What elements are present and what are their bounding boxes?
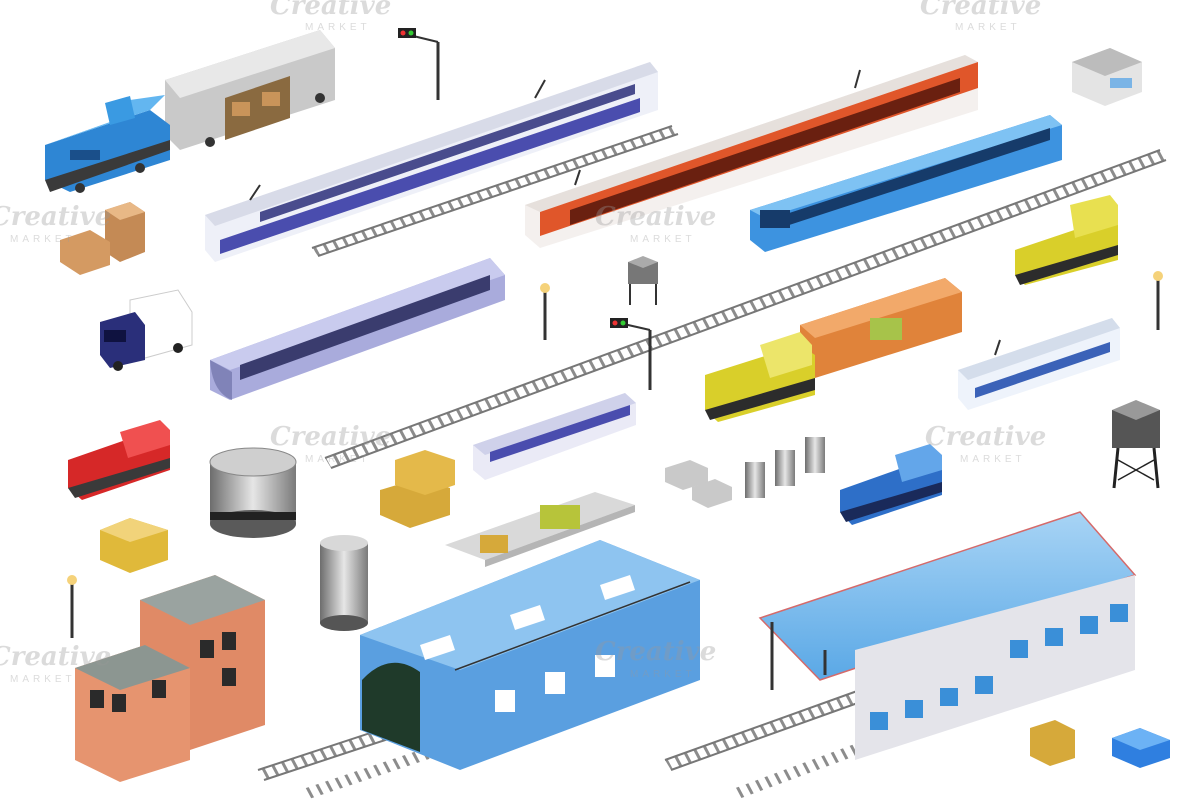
cylindrical-silo	[320, 535, 368, 631]
watermark-subtitle: MARKET	[10, 674, 76, 685]
watermark-title: Creative	[0, 642, 111, 672]
station-glass-canopy	[758, 511, 1137, 760]
loading-platform	[445, 492, 635, 567]
blue-engine-shed	[360, 540, 700, 770]
crate-stack-blue-bottom-right	[1112, 728, 1170, 768]
white-tram-top	[205, 62, 658, 262]
blue-locomotive-small	[840, 444, 942, 525]
watermark: Creative MARKET	[0, 642, 111, 685]
watermark: Creative MARKET	[270, 422, 391, 465]
yellow-locomotive-orange-car	[705, 278, 962, 422]
water-tower-large	[1112, 400, 1160, 489]
watermark: Creative MARKET	[270, 0, 391, 33]
watermark-title: Creative	[920, 0, 1041, 21]
red-locomotive	[68, 420, 170, 500]
watermark: Creative MARKET	[925, 422, 1046, 465]
street-lamp-right	[1153, 271, 1163, 330]
traffic-signal-center	[610, 318, 652, 390]
watermark: Creative MARKET	[920, 0, 1041, 33]
rail-track-top-center	[311, 125, 679, 257]
brick-building	[75, 575, 265, 782]
barrels	[745, 437, 825, 498]
watermark-subtitle: MARKET	[630, 669, 696, 680]
watermark: Creative MARKET	[595, 202, 716, 245]
blue-locomotive-freight	[45, 30, 335, 193]
cargo-boxes-stack-left	[60, 202, 145, 275]
watermark-title: Creative	[925, 422, 1046, 452]
watermark-title: Creative	[270, 0, 391, 21]
concrete-blocks	[665, 460, 732, 508]
white-tram-right	[958, 318, 1120, 410]
watermark-subtitle: MARKET	[955, 22, 1021, 33]
watermark: Creative MARKET	[0, 202, 111, 245]
crate-stack-gold-bottom-right	[1030, 720, 1075, 766]
watermark: Creative MARKET	[595, 637, 716, 680]
delivery-truck	[100, 289, 193, 371]
watermark-title: Creative	[595, 202, 716, 232]
rail-track-station-bottom	[664, 689, 867, 800]
modern-tram-lavender	[210, 258, 505, 400]
watermark-title: Creative	[595, 637, 716, 667]
street-lamp-center	[540, 283, 550, 340]
crate-stack-gold-left	[100, 518, 168, 573]
small-office-building	[1072, 48, 1142, 106]
watermark-subtitle: MARKET	[10, 234, 76, 245]
crate-stack-gold-center	[380, 450, 455, 528]
oil-tank	[209, 447, 297, 538]
rail-track-long-diagonal	[324, 149, 1167, 469]
watermark-subtitle: MARKET	[960, 454, 1026, 465]
street-lamp-left	[67, 575, 77, 638]
red-orange-train	[525, 55, 978, 248]
water-tower-small	[628, 256, 658, 305]
passenger-car-center	[473, 393, 636, 480]
blue-passenger-train	[750, 115, 1062, 252]
yellow-locomotive-right	[1015, 195, 1118, 285]
watermark-title: Creative	[0, 202, 111, 232]
watermark-title: Creative	[270, 422, 391, 452]
watermark-subtitle: MARKET	[305, 454, 371, 465]
watermark-subtitle: MARKET	[305, 22, 371, 33]
watermark-subtitle: MARKET	[630, 234, 696, 245]
traffic-signal-top	[398, 28, 440, 100]
